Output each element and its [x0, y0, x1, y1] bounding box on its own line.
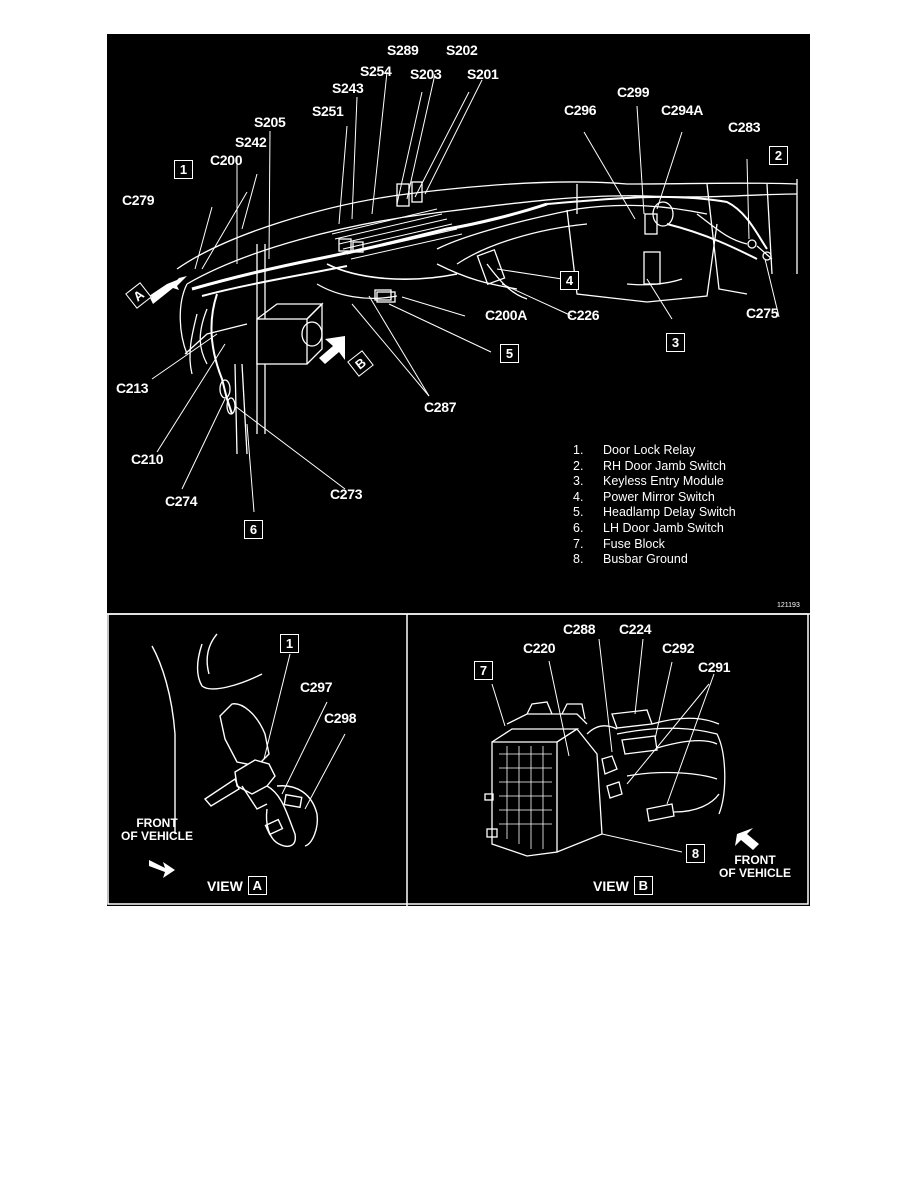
main-harness [191, 202, 548, 291]
view-b-front-arrow [735, 828, 759, 850]
callout-c283: C283 [728, 119, 761, 135]
legend-item: 5.Headlamp Delay Switch [573, 505, 736, 520]
callout-c299: C299 [617, 84, 650, 100]
legend-item: 6.LH Door Jamb Switch [573, 520, 724, 535]
callout-c292: C292 [662, 640, 695, 656]
callout-c291: C291 [698, 659, 731, 675]
lh-down-harness [210, 293, 233, 415]
callout-s243: S243 [332, 80, 364, 96]
view-a-callout-box-1: 1 [280, 634, 299, 653]
callout-c200: C200 [210, 152, 243, 168]
legend-item: 3.Keyless Entry Module [573, 474, 724, 489]
callout-c273: C273 [330, 486, 363, 502]
figure-reference-code: 121193 [777, 602, 800, 609]
callout-box-2: 2 [769, 146, 788, 165]
callout-s205: S205 [254, 114, 286, 130]
view-a-front-arrow [149, 860, 175, 878]
mirror-switch-shape [476, 248, 506, 286]
component-legend: 1.Door Lock Relay 2.RH Door Jamb Switch … [573, 443, 736, 568]
callout-c298: C298 [324, 710, 357, 726]
callout-c279: C279 [122, 192, 155, 208]
dash-outline [176, 181, 798, 270]
view-b-letter-box: B [633, 876, 653, 895]
keyless-module-shape [643, 251, 661, 285]
view-a-arrow [149, 276, 187, 304]
view-b-drawing [484, 638, 759, 857]
view-a-drawing [149, 633, 346, 878]
view-a-relay [234, 759, 276, 795]
callout-c297: C297 [300, 679, 333, 695]
callout-c213: C213 [116, 380, 149, 396]
legend-item: 1.Door Lock Relay [573, 443, 696, 457]
callout-box-8: 8 [686, 844, 705, 863]
callout-c274: C274 [165, 493, 198, 509]
callout-c200a: C200A [485, 307, 528, 323]
callout-box-5: 5 [500, 344, 519, 363]
callout-box-1: 1 [174, 160, 193, 179]
callout-box-7: 7 [474, 661, 493, 680]
callout-c220: C220 [523, 640, 556, 656]
view-a-front-of-vehicle: FRONT OF VEHICLE [121, 816, 194, 843]
callout-c226: C226 [567, 307, 600, 323]
callout-c224: C224 [619, 621, 652, 637]
fuse-block-shape [491, 741, 558, 857]
view-b-arrow [319, 336, 345, 364]
view-a-letter-box: A [247, 876, 267, 895]
panel-dividers [107, 613, 810, 906]
callout-s203: S203 [410, 66, 442, 82]
view-b-title: VIEW B [593, 876, 653, 895]
callout-s201: S201 [467, 66, 499, 82]
callout-c294a: C294A [661, 102, 704, 118]
view-b-front-of-vehicle: FRONT OF VEHICLE [719, 853, 792, 880]
callout-box-3: 3 [666, 333, 685, 352]
callout-c210: C210 [131, 451, 164, 467]
view-a-title: VIEW A [207, 876, 267, 895]
legend-item: 7.Fuse Block [573, 536, 665, 551]
legend-item: 8.Busbar Ground [573, 552, 688, 567]
callout-c275: C275 [746, 305, 779, 321]
headlamp-delay-switch-shape [376, 291, 396, 303]
callout-s289: S289 [387, 42, 419, 58]
legend-item: 2.RH Door Jamb Switch [573, 458, 726, 473]
callout-s251: S251 [312, 103, 344, 119]
legend-item: 4.Power Mirror Switch [573, 489, 715, 504]
callout-s254: S254 [360, 63, 392, 79]
main-view-drawing [149, 71, 798, 513]
wiring-diagram-figure: S289 S202 S254 S203 S201 S243 S251 S205 … [107, 34, 810, 906]
callout-box-4: 4 [560, 271, 579, 290]
callout-s202: S202 [446, 42, 478, 58]
callout-box-6: 6 [244, 520, 263, 539]
callout-s242: S242 [235, 134, 267, 150]
kick-panel-block [256, 318, 308, 365]
callout-c296: C296 [564, 102, 597, 118]
callout-c288: C288 [563, 621, 596, 637]
callout-c287: C287 [424, 399, 457, 415]
